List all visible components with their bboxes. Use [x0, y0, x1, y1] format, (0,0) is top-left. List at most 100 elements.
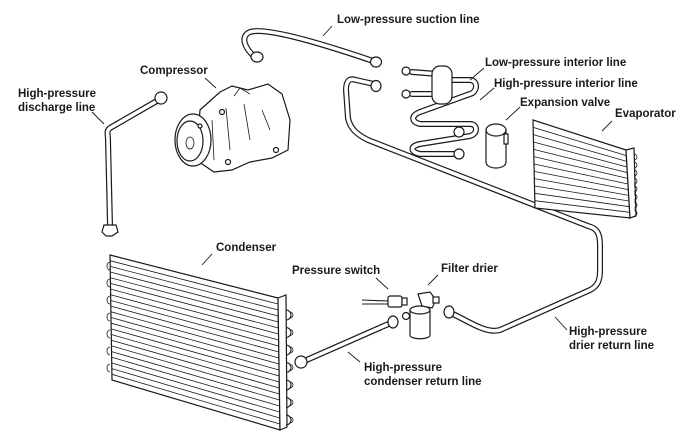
- tube-bend: [106, 295, 111, 305]
- leader-line: [469, 67, 485, 81]
- fin-line: [110, 300, 279, 347]
- tube-bend: [633, 177, 638, 185]
- fin-line: [533, 126, 627, 157]
- fitting-nut: [453, 126, 465, 138]
- label-evaporator: Evaporator: [615, 108, 676, 120]
- tube-bend: [633, 169, 638, 177]
- label-low-pressure-suction-line: Low-pressure suction line: [337, 14, 480, 26]
- leader-line: [322, 25, 333, 37]
- fin-line: [534, 192, 630, 208]
- tube-bend: [106, 329, 111, 339]
- fin-line: [110, 322, 280, 371]
- label-low-pressure-interior-line: Low-pressure interior line: [485, 57, 627, 69]
- fin-line: [533, 163, 629, 185]
- label-filter-drier: Filter drier: [441, 263, 498, 275]
- leader-line: [204, 77, 217, 89]
- fitting-nut: [401, 89, 411, 99]
- condenser-fins: [109, 260, 281, 425]
- fin-line: [534, 185, 630, 202]
- high-pressure-condenser-return-line: [294, 315, 399, 369]
- tube-bend: [289, 399, 294, 406]
- fitting-nut: [443, 305, 455, 319]
- fin-line: [110, 288, 279, 335]
- tube-bend: [289, 311, 294, 319]
- tube-bend: [106, 363, 111, 373]
- tube-bend: [106, 278, 111, 288]
- fin-line: [111, 362, 280, 413]
- tube-bend: [106, 261, 111, 271]
- fin-line: [533, 134, 627, 162]
- tube-bend: [289, 381, 294, 389]
- fin-line: [111, 334, 280, 383]
- fitting-nut: [369, 56, 383, 68]
- condenser: [106, 254, 294, 431]
- fin-line: [109, 260, 279, 305]
- label-high-pressure-drier-return-line-2: drier return line: [569, 340, 654, 352]
- label-high-pressure-condenser-return-line-1: High-pressure: [364, 362, 442, 374]
- fin-line: [111, 373, 281, 425]
- fin-line: [110, 305, 279, 353]
- evaporator-fins: [533, 126, 630, 213]
- label-compressor: Compressor: [140, 65, 208, 77]
- fin-line: [533, 148, 628, 174]
- tube-bend: [285, 361, 292, 374]
- fin-line: [110, 294, 279, 341]
- tube-bend: [285, 396, 292, 409]
- label-high-pressure-interior-line: High-pressure interior line: [494, 78, 638, 90]
- leader-line: [375, 277, 389, 290]
- pressure-switch: [361, 295, 408, 308]
- fitting-nut: [294, 355, 308, 369]
- tube-bend: [285, 414, 292, 426]
- tube-bend: [289, 329, 294, 336]
- tube-bend: [633, 201, 638, 209]
- label-high-pressure-condenser-return-line-2: condenser return line: [364, 376, 482, 388]
- tube-bend: [633, 161, 638, 169]
- label-pressure-switch: Pressure switch: [292, 265, 381, 277]
- high-pressure-drier-return-line: [343, 76, 603, 334]
- fitting-nut: [387, 315, 399, 329]
- interior-lines: [401, 65, 479, 160]
- evaporator-tube-bends: [633, 153, 638, 217]
- filter-drier: [401, 291, 440, 340]
- tube-bend: [106, 346, 111, 356]
- condenser-tube-bends: [106, 261, 294, 426]
- tube-bend: [289, 346, 294, 354]
- fitting-nut: [154, 91, 168, 105]
- leader-line: [479, 87, 495, 101]
- fin-line: [110, 271, 279, 317]
- low-pressure-suction-line: [241, 28, 383, 68]
- fin-line: [534, 200, 630, 213]
- expansion-block: [431, 65, 453, 105]
- leader-line: [347, 351, 361, 363]
- fin-line: [111, 351, 280, 401]
- label-expansion-valve: Expansion valve: [520, 97, 611, 109]
- fin-line: [111, 368, 280, 419]
- evaporator: [532, 119, 638, 219]
- fitting-nut: [453, 148, 465, 160]
- fin-line: [533, 156, 628, 179]
- label-condenser: Condenser: [216, 242, 277, 254]
- label-high-pressure-discharge-line-2: discharge line: [18, 102, 96, 114]
- leader-line: [91, 111, 105, 125]
- fin-line: [110, 277, 279, 323]
- fitting-nut: [370, 79, 382, 93]
- fin-line: [110, 265, 279, 311]
- tube-bend: [633, 193, 638, 201]
- fin-line: [533, 141, 628, 168]
- fitting-nut: [250, 51, 264, 63]
- high-pressure-discharge-line: [101, 91, 168, 237]
- tube-bend: [285, 326, 292, 339]
- fin-line: [110, 283, 279, 329]
- tube-bend: [285, 309, 292, 321]
- fin-line: [110, 317, 280, 365]
- expansion-valve: [485, 123, 509, 169]
- tube-bend: [633, 153, 638, 161]
- fin-line: [111, 328, 280, 377]
- fin-line: [534, 178, 629, 196]
- fin-line: [534, 170, 629, 191]
- fitting-nut: [101, 224, 119, 237]
- tube-bend: [289, 416, 294, 424]
- fitting-nut: [401, 66, 411, 76]
